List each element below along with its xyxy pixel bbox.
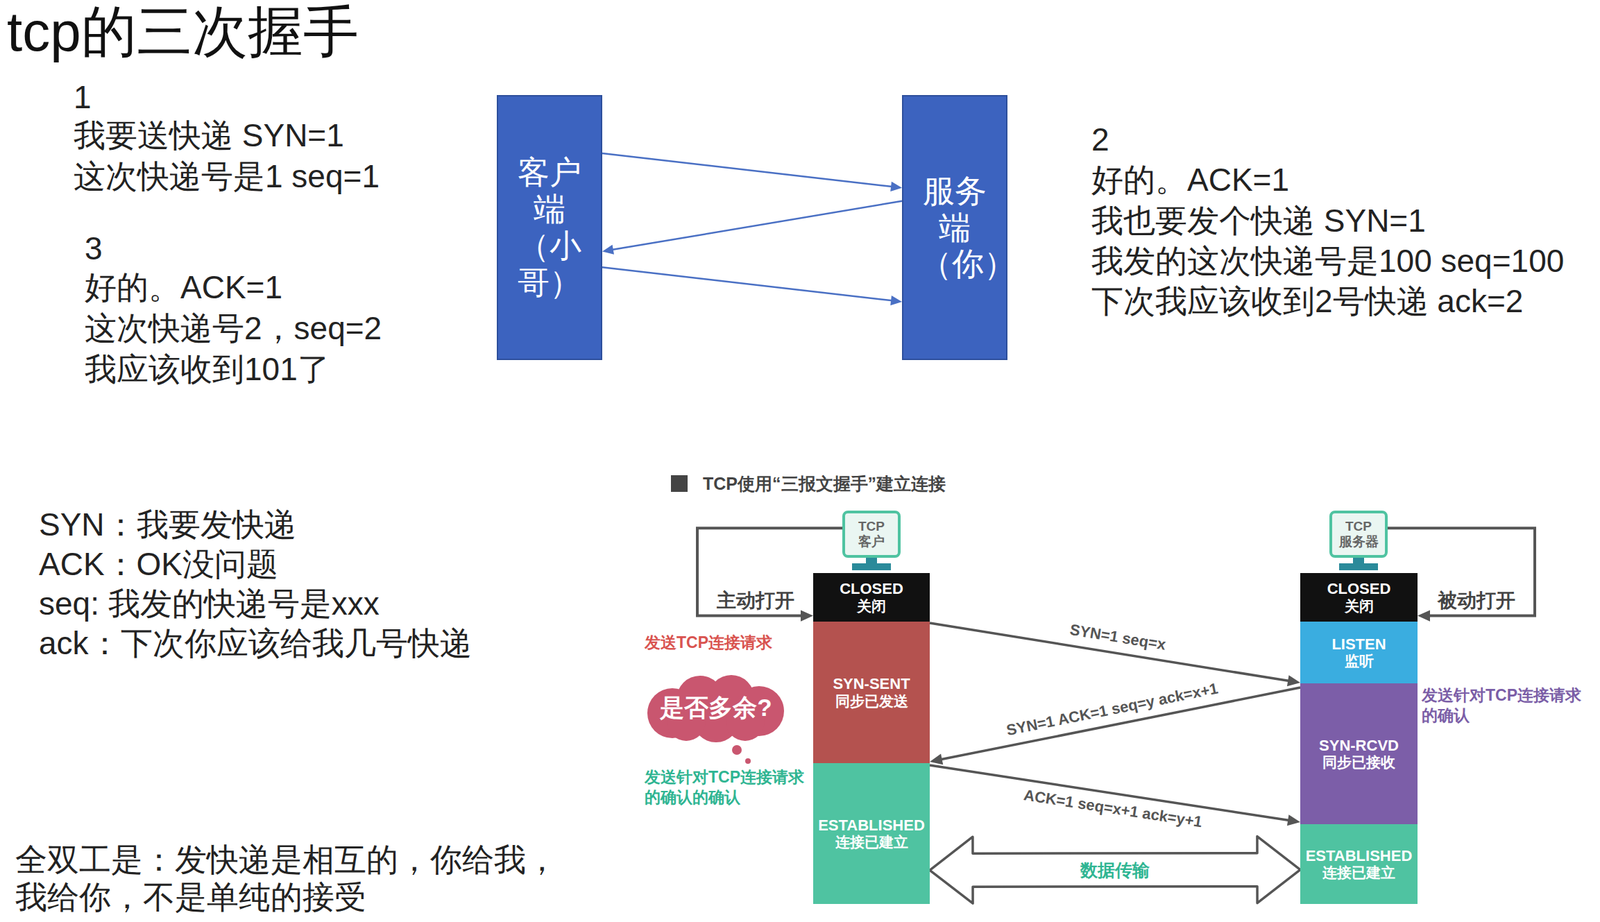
edge-label: 主动打开 xyxy=(713,589,798,613)
icon-label: TCP 服务器 xyxy=(1337,518,1380,550)
monitor-neck xyxy=(865,557,878,564)
title-square xyxy=(670,475,688,492)
arrow-line xyxy=(602,153,893,187)
state-box: CLOSED关闭 xyxy=(1300,573,1418,622)
state-label: ESTABLISHED xyxy=(818,816,925,834)
arrow-head xyxy=(1287,814,1301,826)
thought-bubble xyxy=(732,745,742,755)
arrow-head xyxy=(1287,675,1301,687)
step-note: 我要送快递 SYN=1 xyxy=(73,115,345,157)
edge-label: 被动打开 xyxy=(1434,589,1519,613)
message-arrow xyxy=(602,153,902,192)
step-number: 2 xyxy=(1091,120,1110,161)
icon-label: TCP 客户 xyxy=(850,518,893,550)
box-label: 服务端（你） xyxy=(920,172,990,284)
step-note: 好的。ACK=1 xyxy=(1091,160,1290,201)
message-arrow xyxy=(602,267,902,306)
cloud-label: 是否多余? xyxy=(659,693,772,722)
annotation: 发送针对TCP连接请求的确认的确认 xyxy=(644,767,808,808)
arrow-head xyxy=(602,244,615,255)
step-note: 我应该收到101了 xyxy=(84,349,330,390)
arrow-line xyxy=(611,201,902,250)
state-box: ESTABLISHED连接已建立 xyxy=(1300,824,1418,905)
client-box: 客户端（小哥） xyxy=(496,95,603,361)
monitor-base xyxy=(1339,563,1378,571)
state-label: 监听 xyxy=(1344,652,1374,670)
thought-cloud: 是否多余? xyxy=(644,673,788,743)
state-label: SYN-SENT xyxy=(832,675,910,693)
state-label: ESTABLISHED xyxy=(1305,847,1413,865)
state-box: LISTEN监听 xyxy=(1300,621,1418,684)
state-label: SYN-RCVD xyxy=(1318,736,1399,755)
step-note: 我发的这次快递号是100 seq=100 xyxy=(1091,241,1564,282)
state-label: 连接已建立 xyxy=(1322,864,1396,882)
state-box: SYN-RCVD同步已接收 xyxy=(1300,683,1418,825)
term-definition: seq: 我发的快递号是xxx xyxy=(38,584,380,625)
data-transfer-arrow xyxy=(929,836,1301,905)
arrow-head xyxy=(929,753,943,765)
server-box: 服务端（你） xyxy=(901,95,1008,361)
arrow-line xyxy=(602,267,893,301)
state-label: 连接已建立 xyxy=(835,833,909,851)
arrow-head xyxy=(1417,610,1431,622)
state-label: CLOSED xyxy=(1327,580,1392,598)
client-icon: TCP 客户 xyxy=(842,510,901,558)
arrow-head xyxy=(890,181,902,192)
box-label: 客户端（小哥） xyxy=(514,154,585,302)
monitor-neck xyxy=(1352,557,1365,564)
term-definition: SYN：我要发快递 xyxy=(38,505,297,546)
figure-title: TCP使用“三报文握手”建立连接 xyxy=(702,473,946,495)
step-note: 我也要发个快递 SYN=1 xyxy=(1091,201,1426,242)
step-number: 3 xyxy=(84,228,103,270)
state-label: CLOSED xyxy=(839,580,904,598)
page-title: tcp的三次握手 xyxy=(6,0,359,64)
step-note: 下次我应该收到2号快递 ack=2 xyxy=(1091,281,1523,322)
term-definition: ack：下次你应该给我几号快递 xyxy=(38,623,472,665)
state-box: ESTABLISHED连接已建立 xyxy=(813,763,930,905)
state-label: 关闭 xyxy=(1344,598,1374,615)
state-label: 同步已接收 xyxy=(1322,754,1396,771)
term-definition: ACK：OK没问题 xyxy=(38,544,279,585)
thought-bubble xyxy=(745,758,751,764)
state-label: 关闭 xyxy=(856,598,887,615)
arrow-head xyxy=(800,610,814,622)
arrow-head xyxy=(890,295,902,306)
server-icon: TCP 服务器 xyxy=(1329,510,1388,558)
annotation: 发送TCP连接请求 xyxy=(644,632,773,653)
duplex-note: 全双工是：发快递是相互的，你给我，我给你，不是单纯的接受 xyxy=(15,840,571,917)
double-arrow-shape xyxy=(929,836,1301,905)
edge-label: 数据传输 xyxy=(1077,859,1153,881)
message-arrow xyxy=(602,201,902,255)
edge-label: SYN=1 seq=x xyxy=(1065,620,1170,656)
state-box: CLOSED关闭 xyxy=(813,573,930,622)
step-note: 这次快递号是1 seq=1 xyxy=(73,156,380,198)
state-box: SYN-SENT同步已发送 xyxy=(813,621,930,764)
step-number: 1 xyxy=(73,77,92,118)
state-label: 同步已发送 xyxy=(835,693,909,710)
monitor-base xyxy=(852,563,891,571)
annotation: 发送针对TCP连接请求的确认 xyxy=(1421,685,1592,726)
state-label: LISTEN xyxy=(1331,635,1386,653)
step-note: 这次快递号2，seq=2 xyxy=(84,308,382,350)
step-note: 好的。ACK=1 xyxy=(84,267,283,309)
